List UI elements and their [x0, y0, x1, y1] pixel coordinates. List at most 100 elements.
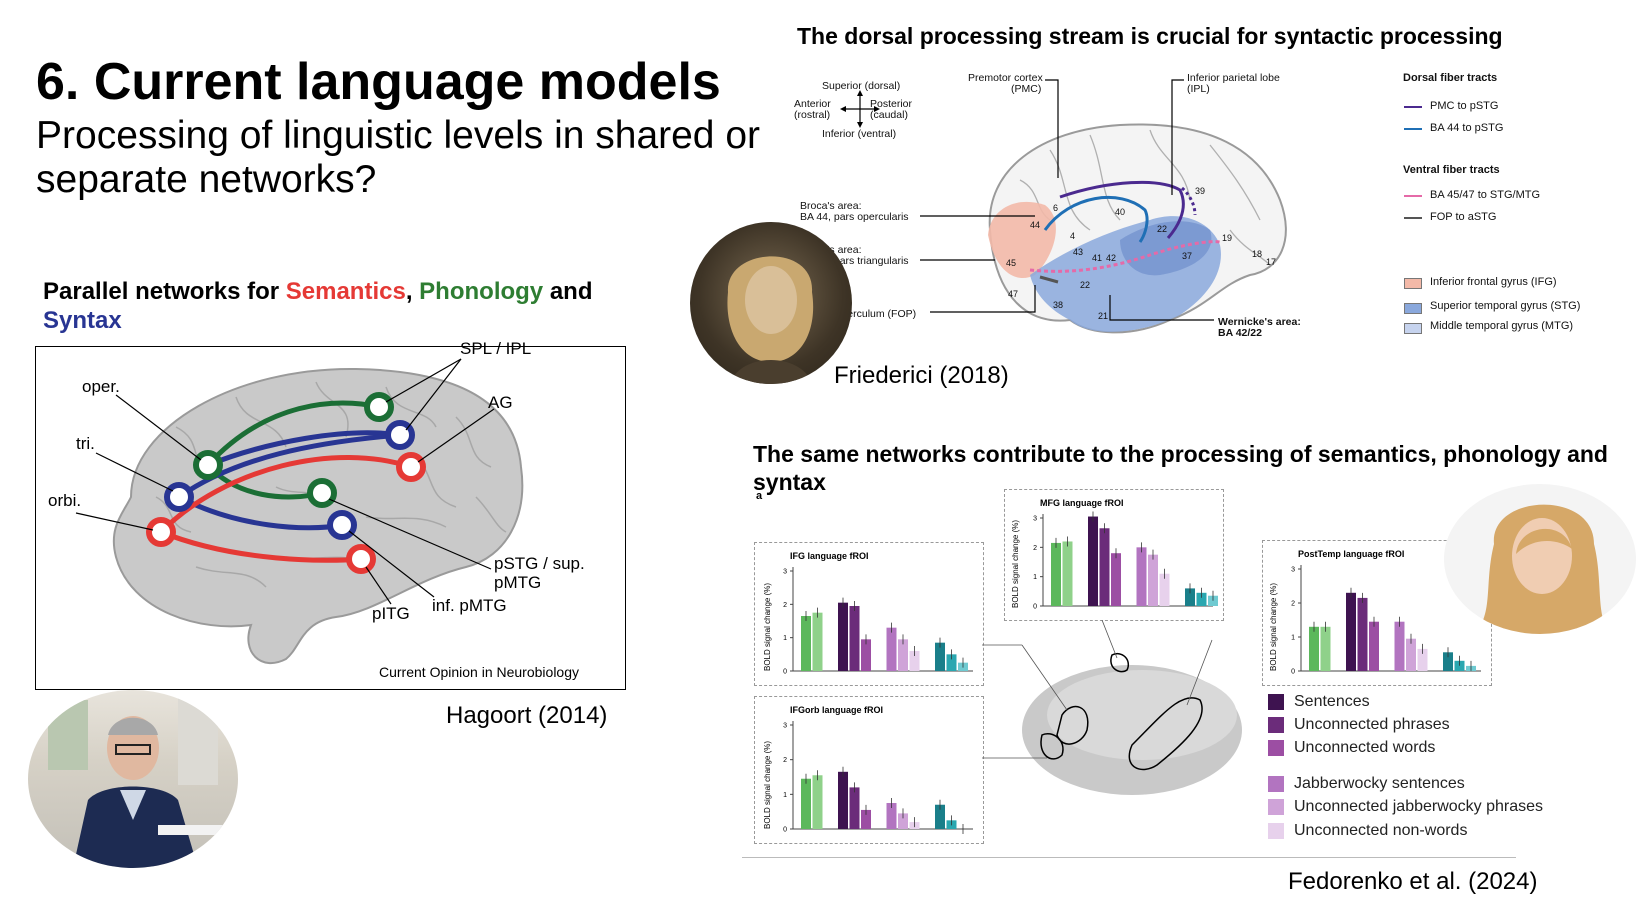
label-broca-44: Broca's area: — [800, 200, 862, 212]
compass-anterior-2: (rostral) — [794, 109, 831, 121]
bar — [801, 778, 811, 829]
fedorenko-heading: The same networks contribute to the proc… — [753, 441, 1608, 495]
bar — [946, 654, 957, 671]
citation-fedorenko: Fedorenko et al. (2024) — [1288, 868, 1538, 895]
roi-connector-lines — [982, 620, 1213, 759]
chart-title-mfg: MFG language fROI — [1040, 498, 1124, 508]
y-tick-label: 2 — [783, 757, 787, 764]
bar — [898, 813, 908, 829]
legend-non-words: Unconnected non-words — [1294, 822, 1468, 839]
legend-ba44-pstg: BA 44 to pSTG — [1430, 122, 1504, 134]
panel-letter: a — [756, 490, 763, 502]
area-number: 41 — [1092, 253, 1103, 263]
y-tick-label: 0 — [1291, 669, 1295, 676]
y-tick-label: 2 — [1033, 545, 1037, 552]
area-number: 40 — [1115, 207, 1126, 217]
chart-panel-ifg: IFG language fROI BOLD signal change (%)… — [754, 542, 984, 686]
label-wernicke-2: BA 42/22 — [1218, 327, 1262, 339]
bar — [801, 616, 811, 671]
label-inf-pmtg: inf. pMTG — [432, 596, 507, 615]
label-ag: AG — [488, 393, 513, 412]
node-spl-phonology — [364, 392, 394, 422]
tract-fop-astg — [1039, 275, 1059, 284]
bar — [861, 809, 871, 829]
legend-sentences: Sentences — [1294, 693, 1370, 710]
bar — [1136, 547, 1147, 606]
node-tri-syntax — [164, 482, 194, 512]
heading-comma: , — [405, 278, 420, 305]
area-number: 17 — [1266, 257, 1277, 267]
compass-posterior-2: (caudal) — [870, 109, 908, 121]
bar — [1148, 554, 1158, 606]
legend-mtg: Middle temporal gyrus (MTG) — [1430, 320, 1574, 332]
bar — [812, 612, 823, 671]
y-tick-label: 3 — [783, 723, 787, 730]
legend-jabberwocky-sentences: Jabberwocky sentences — [1294, 775, 1465, 792]
portrait-hagoort — [28, 690, 238, 868]
friederici-heading: The dorsal processing stream is crucial … — [797, 23, 1503, 49]
bar — [861, 639, 871, 671]
label-ipl: Inferior parietal lobe — [1187, 72, 1280, 84]
label-pstg: pSTG / sup. — [494, 554, 585, 573]
tract-ba4547-stg — [1029, 240, 1221, 273]
bar — [1159, 573, 1170, 606]
area-number: 43 — [1073, 247, 1084, 257]
label-ipl-2: (IPL) — [1187, 83, 1210, 95]
bar — [1357, 597, 1368, 671]
label-spl-ipl: SPL / IPL — [460, 339, 532, 358]
legend-stg: Superior temporal gyrus (STG) — [1430, 300, 1581, 312]
legend-swatch-mtg — [1404, 323, 1422, 334]
node-oper-phonology — [193, 450, 223, 480]
bar — [838, 771, 848, 829]
bar — [886, 803, 897, 829]
bar — [1196, 592, 1207, 606]
bar — [812, 775, 823, 829]
bar — [849, 606, 860, 671]
area-number: 19 — [1222, 233, 1233, 243]
bar — [1099, 528, 1110, 606]
heading-semantics: Semantics — [285, 278, 406, 305]
area-number: 42 — [1106, 253, 1117, 263]
legend-swatch — [1268, 740, 1284, 756]
tract-pmc-pstg-dotted — [1180, 186, 1197, 216]
compass-posterior: Posterior — [870, 98, 913, 110]
legend-jabberwocky-phrases: Unconnected jabberwocky phrases — [1294, 798, 1544, 815]
tract-ba44-pstg — [1043, 196, 1149, 243]
brain-silhouette — [112, 367, 524, 665]
legend-swatch — [1268, 717, 1284, 733]
y-tick-label: 1 — [783, 792, 787, 799]
bar — [1088, 516, 1098, 606]
semantics-dorsal-path — [159, 455, 412, 534]
label-pmtg: pMTG — [494, 573, 542, 592]
bar — [1454, 660, 1465, 671]
area-number: 22 — [1157, 224, 1168, 234]
area-number: 21 — [1098, 311, 1109, 321]
legend-fop-astg: FOP to aSTG — [1430, 211, 1497, 223]
compass-arrows — [840, 90, 880, 128]
region-ifg — [988, 201, 1056, 279]
node-infpmtg-syntax — [327, 510, 357, 540]
bar — [838, 602, 848, 671]
legend-swatch — [1268, 776, 1284, 792]
hagoort-heading: Parallel networks for Semantics, Phonolo… — [43, 277, 623, 335]
legend-swatch-ba4547 — [1404, 195, 1422, 197]
area-number: 6 — [1053, 203, 1059, 213]
friederici-pointer-lines — [920, 79, 1214, 321]
bar — [1208, 595, 1218, 606]
portrait-friederici — [690, 222, 852, 384]
legend-swatch — [1268, 694, 1284, 710]
figure-source: Current Opinion in Neurobiology — [379, 664, 579, 680]
bar — [1062, 541, 1073, 606]
node-ag-semantics — [396, 452, 426, 482]
y-tick-label: 2 — [783, 602, 787, 609]
chart-title-ifg: IFG language fROI — [790, 551, 869, 561]
heading-phonology: Phonology — [419, 278, 544, 305]
y-tick-label: 3 — [1033, 516, 1037, 523]
node-pitg-semantics — [346, 544, 376, 574]
label-broca-44b: BA 44, pars opercularis — [800, 211, 909, 223]
bar — [1369, 621, 1379, 671]
bar — [935, 804, 945, 829]
brain-highlight — [1047, 670, 1237, 760]
y-tick-label: 1 — [1033, 574, 1037, 581]
